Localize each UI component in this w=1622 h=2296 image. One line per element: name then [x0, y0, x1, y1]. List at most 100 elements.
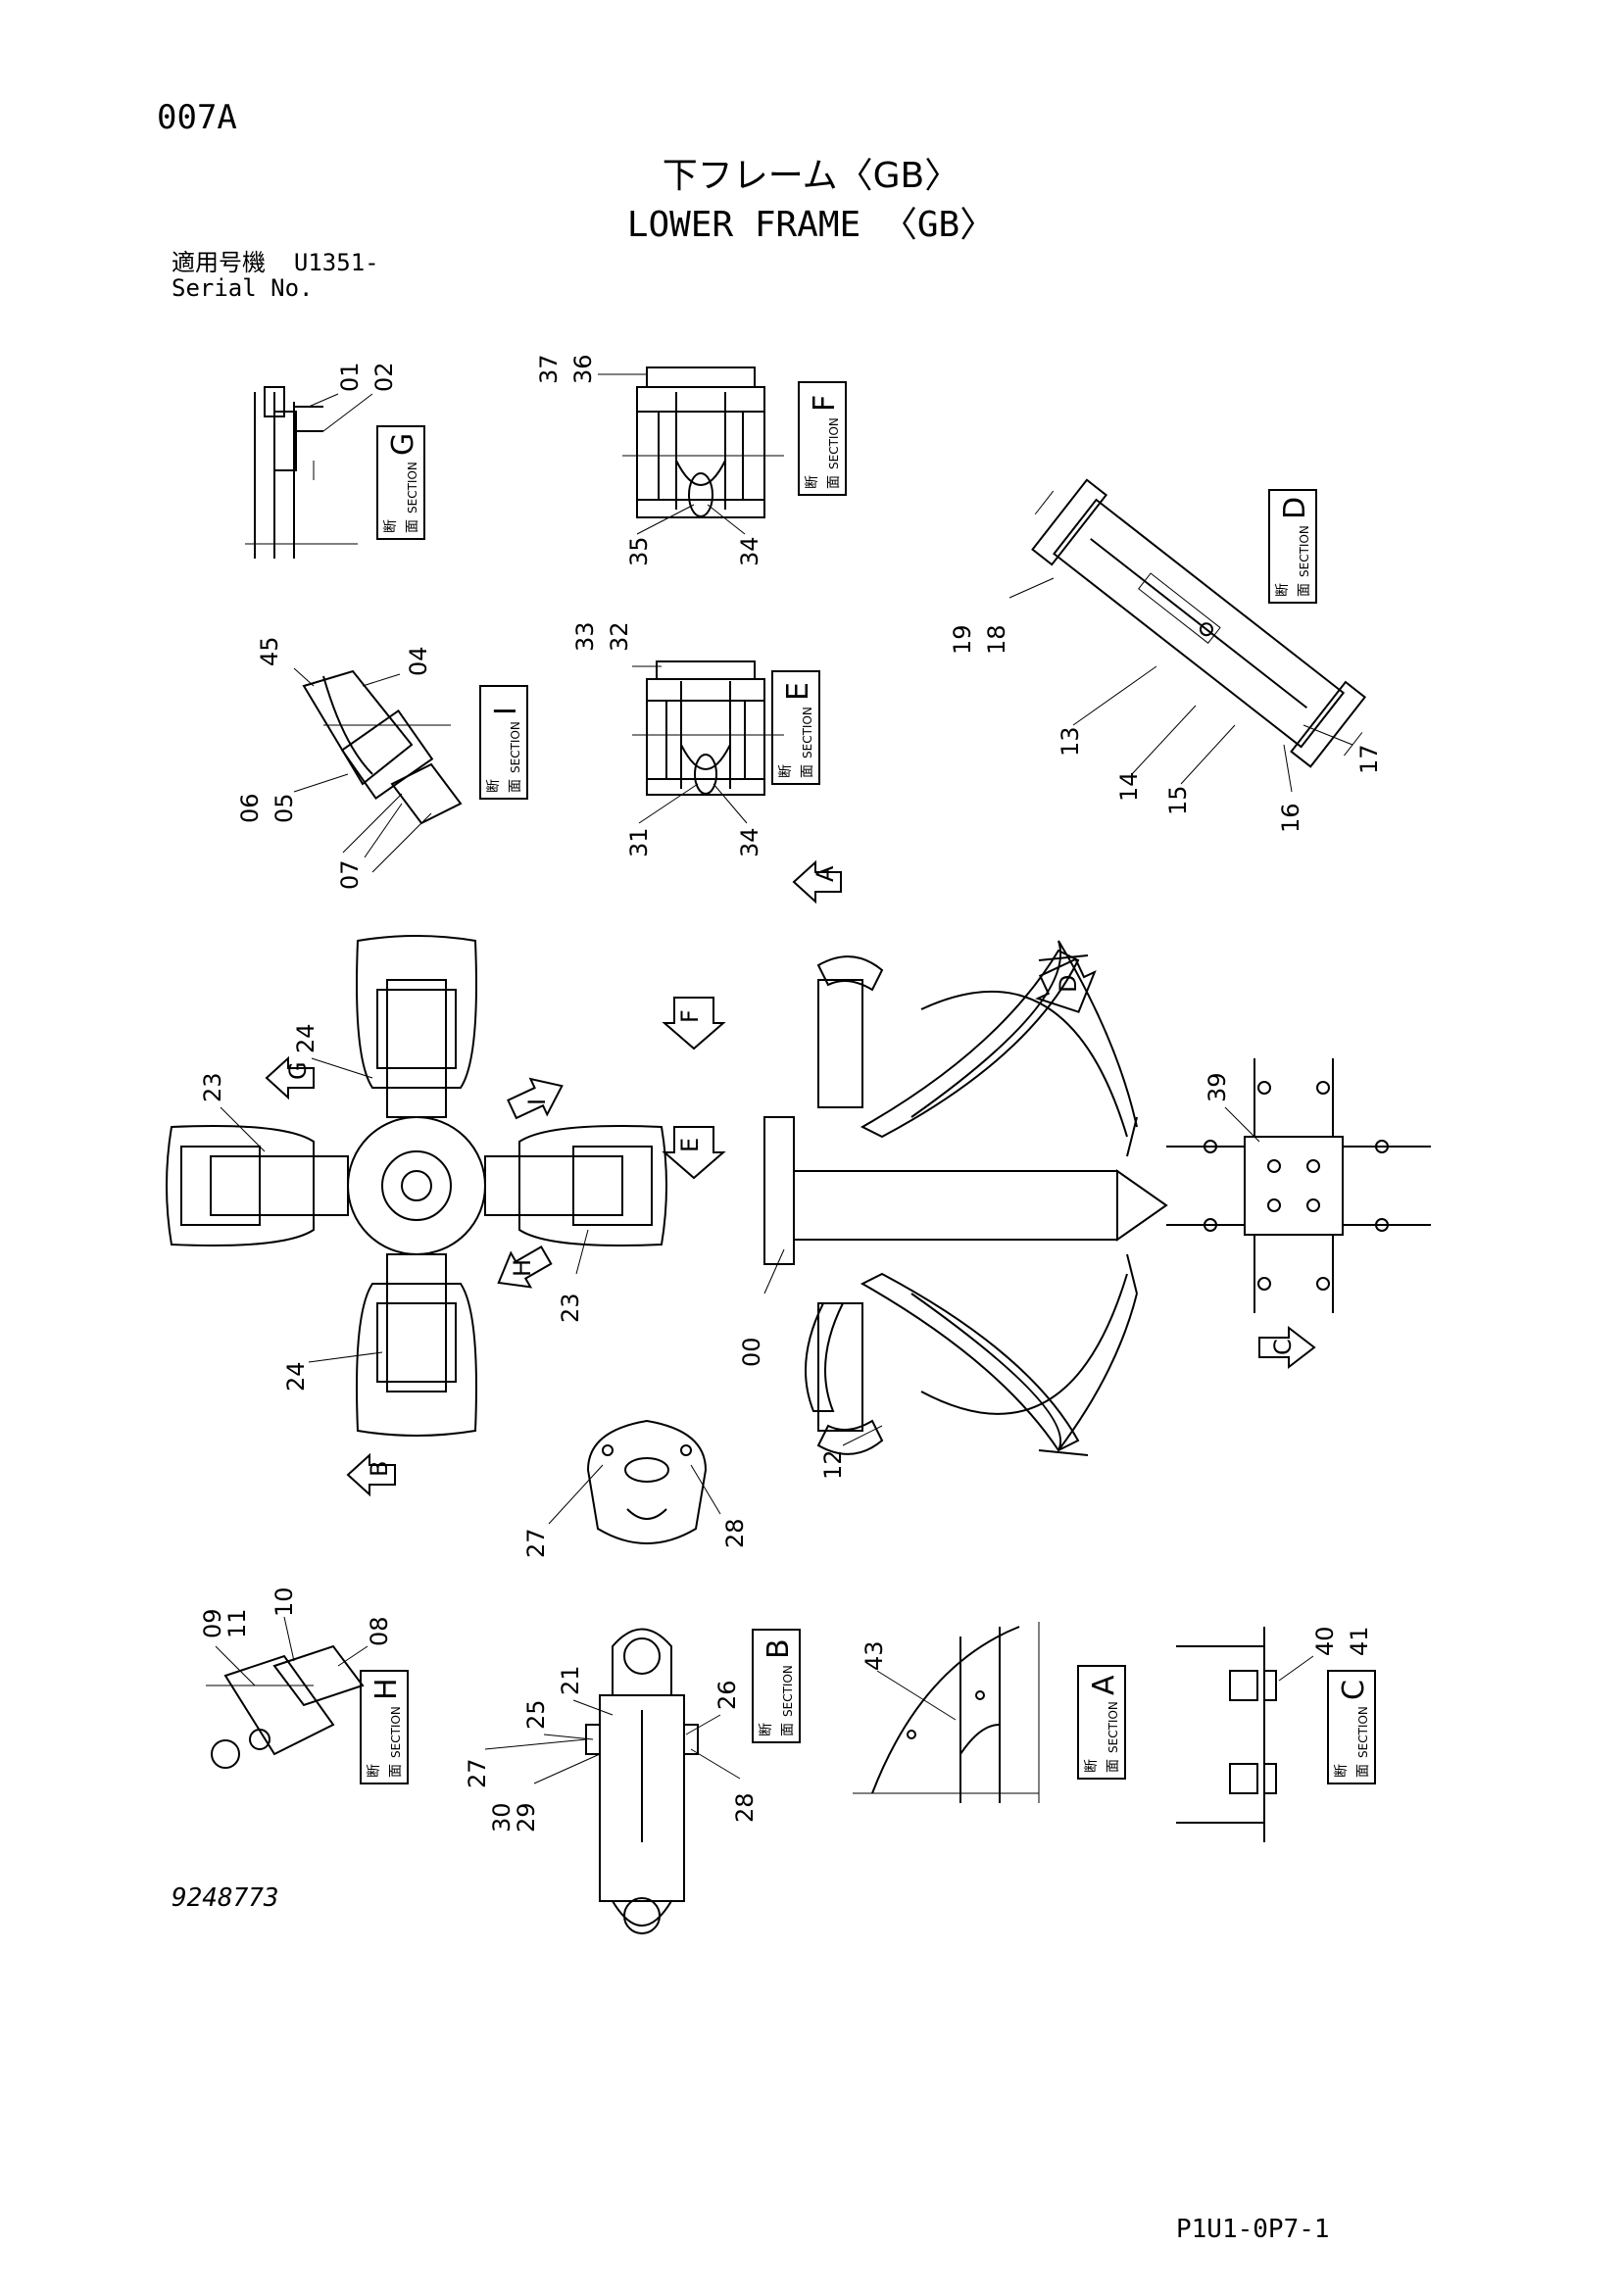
part-label: 06	[236, 793, 264, 823]
svg-text:SECTION: SECTION	[389, 1706, 403, 1758]
svg-text:A: A	[1087, 1675, 1121, 1695]
part-label: 24	[292, 1023, 319, 1053]
svg-text:SECTION: SECTION	[781, 1665, 795, 1717]
part-label: 28	[731, 1792, 759, 1823]
part-label: 23	[199, 1072, 226, 1102]
section-c-view	[1176, 1627, 1277, 1842]
svg-text:断: 断	[1084, 1759, 1100, 1773]
section-h-view	[206, 1644, 365, 1769]
part-label: 26	[713, 1680, 741, 1710]
svg-text:SECTION: SECTION	[827, 417, 841, 469]
svg-text:断: 断	[367, 1764, 382, 1778]
section-label-a: 断 面 SECTION A	[1077, 1665, 1126, 1780]
svg-text:SECTION: SECTION	[1298, 525, 1311, 577]
part-label: 10	[270, 1587, 298, 1617]
svg-text:断: 断	[805, 475, 820, 489]
sheet-code: P1U1-0P7-1	[1176, 2215, 1330, 2244]
part-label: 27	[464, 1758, 491, 1788]
svg-text:断: 断	[486, 779, 502, 793]
part-label: 27	[522, 1528, 550, 1558]
part-label: 18	[983, 624, 1010, 655]
svg-text:面: 面	[405, 519, 420, 533]
part-label: 28	[721, 1518, 749, 1548]
svg-text:B: B	[366, 1461, 393, 1477]
section-label-h: 断 面 SECTION H	[360, 1670, 409, 1784]
svg-text:D: D	[1055, 975, 1082, 993]
svg-text:E: E	[781, 682, 815, 701]
svg-text:SECTION: SECTION	[1106, 1701, 1120, 1753]
part-label: 13	[1057, 726, 1084, 757]
drawing-number: 9248773	[172, 1883, 279, 1913]
section-b-view	[585, 1628, 699, 1934]
page-id: 007A	[157, 98, 237, 137]
svg-text:面: 面	[1297, 583, 1312, 597]
section-e-view	[632, 660, 784, 796]
svg-text:C: C	[1337, 1680, 1371, 1700]
part-label: 43	[860, 1640, 888, 1671]
serial-label-en: Serial No.	[172, 274, 314, 302]
section-i-view	[302, 669, 463, 873]
part-labels: 01 02 37 36 35 34 45 04 06 05 07 33 32 3…	[199, 354, 1383, 1832]
view-arrow-b: B	[346, 1452, 396, 1497]
part-label: 41	[1346, 1626, 1373, 1656]
part-label: 02	[370, 362, 398, 392]
serial-label-jp: 適用号機	[172, 249, 266, 276]
svg-text:断: 断	[1275, 583, 1291, 597]
svg-text:断: 断	[778, 764, 794, 778]
part-label: 39	[1204, 1072, 1231, 1102]
view-arrow-e: E	[662, 1126, 726, 1180]
svg-text:面: 面	[388, 1764, 404, 1778]
part-label: 04	[405, 646, 432, 676]
svg-text:F: F	[676, 1009, 704, 1023]
svg-text:B: B	[762, 1638, 796, 1659]
title-japanese: 下フレーム〈GB〉	[662, 156, 960, 196]
svg-text:SECTION: SECTION	[1356, 1706, 1370, 1758]
part-label: 07	[336, 859, 364, 890]
svg-text:断: 断	[1334, 1764, 1350, 1778]
svg-text:断: 断	[759, 1723, 774, 1736]
part-label: 05	[270, 793, 298, 823]
svg-text:断: 断	[383, 519, 399, 533]
section-label-e: 断 面 SECTION E	[771, 670, 820, 785]
svg-text:H: H	[509, 1259, 536, 1277]
part-label: 40	[1311, 1626, 1339, 1656]
bracket-plate-view	[586, 1419, 708, 1544]
part-label: 36	[569, 354, 597, 384]
serial-block: 適用号機 U1351- Serial No.	[172, 250, 379, 301]
svg-text:面: 面	[1106, 1759, 1121, 1773]
view-arrow-h: H	[497, 1245, 553, 1289]
section-label-b: 断 面 SECTION B	[752, 1629, 801, 1743]
view-arrow-c: C	[1258, 1325, 1316, 1370]
svg-text:F: F	[808, 395, 842, 412]
section-d-view	[1031, 478, 1367, 768]
part-label: 12	[819, 1449, 847, 1480]
svg-text:G: G	[386, 433, 420, 456]
section-label-d: 断 面 SECTION D	[1268, 489, 1317, 604]
part-label: 15	[1164, 785, 1192, 815]
svg-text:A: A	[811, 865, 839, 882]
view-arrow-a: A	[792, 859, 842, 904]
lower-frame-top-view	[166, 935, 667, 1437]
svg-text:面: 面	[800, 764, 815, 778]
part-label: 16	[1277, 803, 1304, 833]
svg-text:G: G	[284, 1061, 312, 1080]
svg-text:I: I	[523, 1099, 551, 1105]
svg-text:SECTION: SECTION	[509, 721, 522, 773]
part-label: 30	[488, 1802, 516, 1832]
cross-joint-view	[1166, 1058, 1431, 1313]
part-label: 35	[625, 536, 653, 566]
part-label: 21	[557, 1665, 584, 1695]
part-label: 25	[522, 1699, 550, 1730]
part-label: 00	[738, 1337, 765, 1367]
section-label-g: 断 面 SECTION G	[376, 425, 425, 540]
part-label: 23	[557, 1293, 584, 1323]
svg-text:D: D	[1278, 497, 1312, 519]
part-label: 31	[625, 827, 653, 857]
view-arrow-i: I	[507, 1077, 564, 1120]
part-label: 14	[1115, 771, 1143, 802]
part-label: 24	[282, 1361, 310, 1392]
title-english: LOWER FRAME 〈GB〉	[626, 205, 996, 245]
part-label: 37	[535, 354, 563, 384]
svg-text:面: 面	[508, 779, 523, 793]
